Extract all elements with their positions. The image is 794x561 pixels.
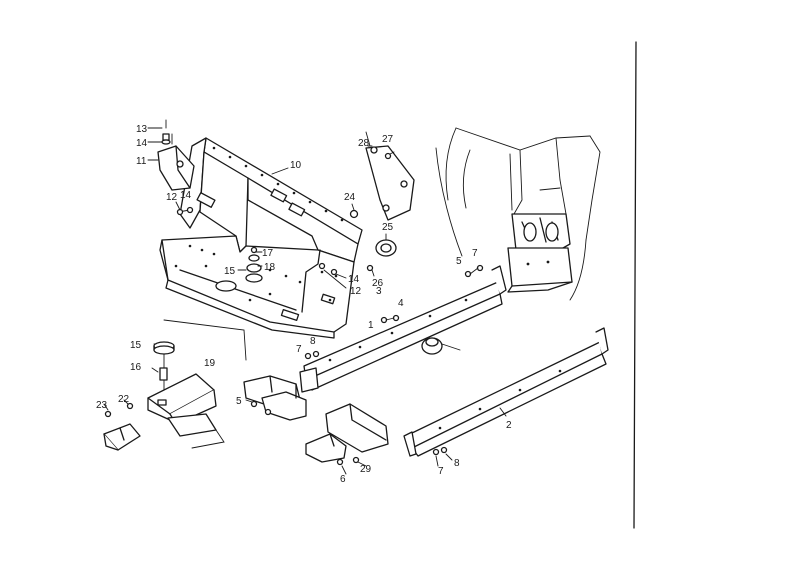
bolts-3-4 [380, 314, 400, 324]
upper-left-bracket [157, 133, 195, 191]
page-border-line [633, 41, 637, 529]
callout-16: 16 [130, 362, 142, 373]
callout-23: 23 [96, 400, 108, 411]
callout-8: 8 [454, 458, 460, 469]
isolator-lower [153, 341, 175, 393]
callout-19: 19 [204, 358, 216, 369]
bolts-7-8-lower [432, 446, 448, 456]
callout-5: 5 [236, 396, 242, 407]
callout-12: 12 [166, 192, 178, 203]
callout-1: 1 [368, 320, 374, 331]
bracket-22-23 [103, 402, 141, 451]
isolator-stack [245, 246, 263, 283]
callout-2: 2 [506, 420, 512, 431]
front-bracket-29 [305, 403, 389, 466]
bolts-5-7-upper [464, 264, 484, 278]
bracket-19 [147, 373, 225, 449]
callout-29: 29 [360, 464, 372, 475]
mounting-plate [365, 131, 415, 221]
callout-5: 5 [456, 256, 462, 267]
bearing-grommet [375, 233, 397, 257]
callout-18: 18 [264, 262, 276, 273]
callout-labels: 13 14 11 12 14 10 28 27 24 25 17 18 15 1… [96, 124, 512, 485]
callout-8: 8 [310, 336, 316, 347]
bolt-group-center [318, 262, 374, 276]
callout-26: 26 [372, 278, 384, 289]
front-bracket-left [243, 367, 319, 421]
callout-6: 6 [340, 474, 346, 485]
rail-roller [421, 337, 461, 355]
callout-14: 14 [180, 190, 192, 201]
callout-7: 7 [472, 248, 478, 259]
callout-28: 28 [358, 138, 370, 149]
callout-14: 14 [136, 138, 148, 149]
main-frame-plate [159, 137, 363, 339]
callout-10: 10 [290, 160, 302, 171]
bolts-7-8-front [304, 350, 320, 360]
callout-15: 15 [130, 340, 142, 351]
callout-4: 4 [398, 298, 404, 309]
alignment-lines [163, 119, 247, 361]
rail-2 [403, 327, 609, 457]
bolt-27 [384, 151, 395, 160]
callout-17: 17 [262, 248, 274, 259]
callout-25: 25 [382, 222, 394, 233]
callout-22: 22 [118, 394, 130, 405]
callout-27: 27 [382, 134, 394, 145]
callout-24: 24 [344, 192, 356, 203]
callout-15: 15 [224, 266, 236, 277]
nut-24 [349, 203, 359, 219]
rear-fender-outline [435, 127, 601, 301]
leader-lines [103, 127, 507, 475]
callout-13: 13 [136, 124, 148, 135]
callout-7: 7 [438, 466, 444, 477]
callout-12: 12 [350, 286, 362, 297]
callout-7: 7 [296, 344, 302, 355]
callout-3: 3 [376, 286, 382, 297]
callout-14: 14 [348, 274, 360, 285]
bolts-left-12-14 [176, 206, 194, 216]
rear-hitch-bracket [507, 213, 573, 293]
callout-11: 11 [136, 156, 147, 167]
